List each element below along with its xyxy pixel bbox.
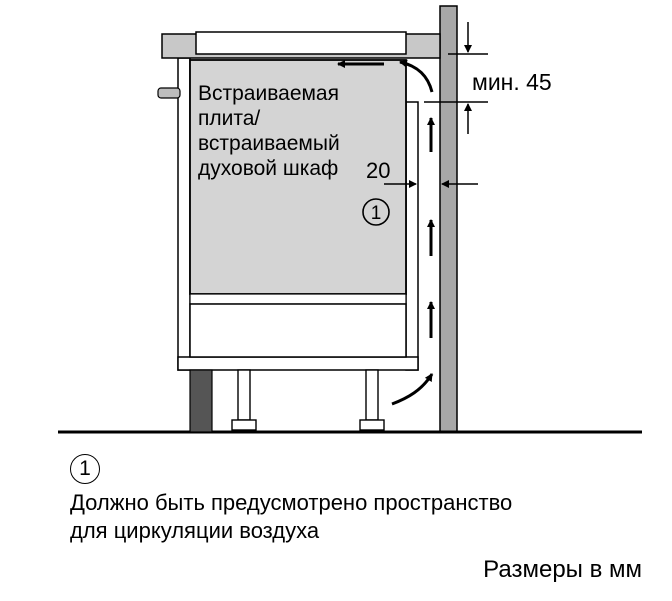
plinth-leg (189, 369, 213, 433)
appliance-label-line-2: плита/ (198, 107, 260, 130)
oven-handle (157, 87, 181, 99)
dim-top-label: мин. 45 (472, 69, 552, 95)
appliance-label-line-4: духовой шкаф (198, 157, 338, 180)
cabinet-bottom (177, 356, 419, 371)
units-note: Размеры в мм (483, 556, 642, 583)
appliance-label-line-1: Встраиваемая (198, 82, 339, 105)
cabinet-side-right (405, 101, 419, 371)
cabinet-leg-right (359, 369, 385, 431)
legend-marker: 1 (70, 454, 100, 484)
drawer-rail (189, 293, 407, 305)
callout-number: 1 (371, 203, 382, 224)
appliance-label-line-3: встраиваемый (198, 132, 340, 155)
hob (195, 31, 407, 55)
cabinet-side-left (177, 57, 191, 371)
dim-gap-label: 20 (366, 158, 390, 183)
curved-arrow-icon (391, 373, 434, 406)
curved-arrow-icon (399, 59, 434, 93)
drawer (189, 303, 407, 358)
cabinet-leg-left (231, 369, 257, 431)
wall (439, 5, 458, 433)
callout-circle (362, 198, 390, 226)
legend-text-line-2: для циркуляции воздуха (70, 518, 320, 543)
legend-text-line-1: Должно быть предусмотрено пространство (70, 490, 513, 515)
